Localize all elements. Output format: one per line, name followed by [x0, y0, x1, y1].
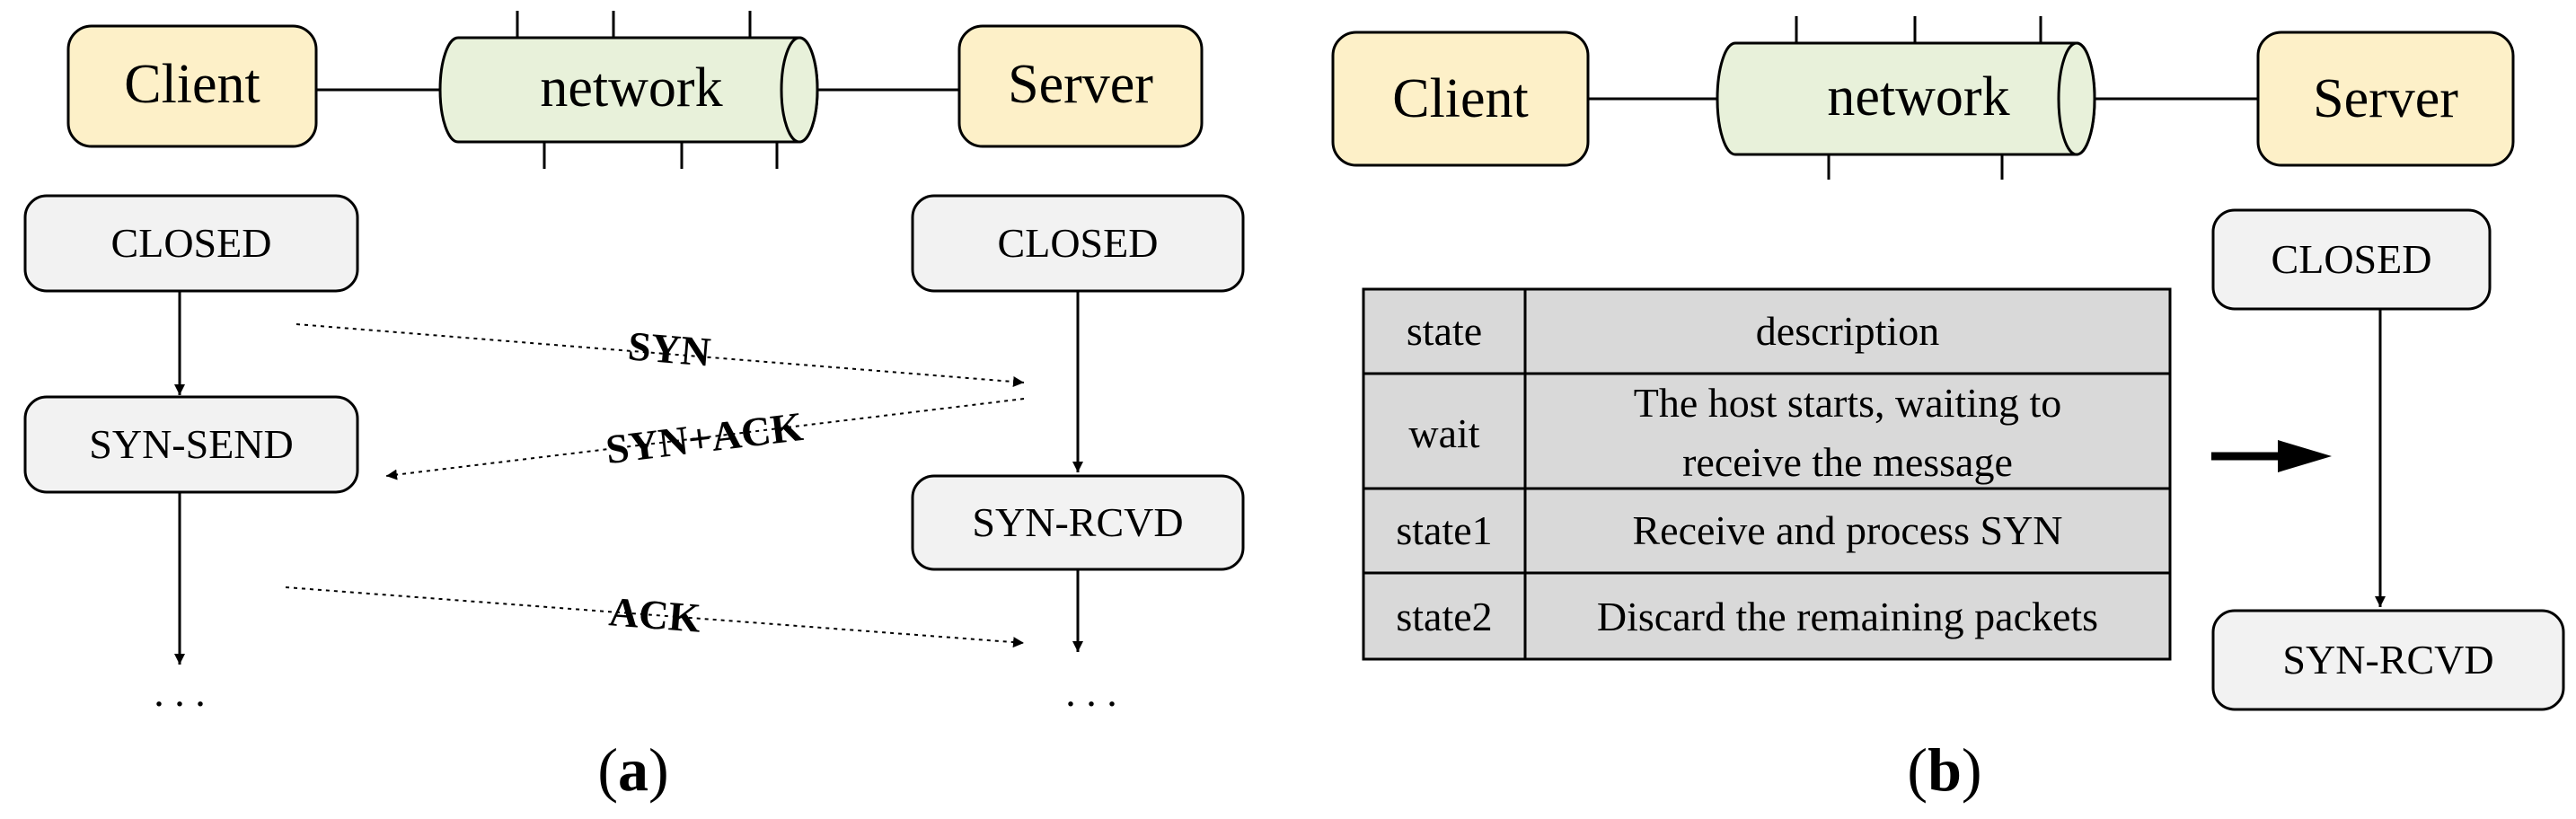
- messages: SYN SYN+ACK ACK: [285, 322, 1025, 648]
- panel-a: Client network Server CLOSED SYN-SE: [23, 11, 1245, 804]
- caption-a-letter: a: [618, 735, 648, 804]
- state-label: CLOSED: [998, 220, 1159, 266]
- caption-a: (a): [597, 735, 668, 804]
- table-cell-state: wait: [1408, 410, 1479, 456]
- network-label: network: [1827, 66, 2009, 128]
- syn-label: SYN: [626, 322, 712, 374]
- client-label: Client: [124, 54, 260, 115]
- client-timeline: CLOSED SYN-SEND . . .: [23, 194, 359, 715]
- server-box: [957, 24, 1204, 148]
- server-label: Server: [1008, 54, 1153, 115]
- server-timeline: CLOSED SYN-RCVD . . .: [911, 194, 1245, 715]
- table-cell-description: receive the message: [1682, 439, 2013, 485]
- caption-b: (b): [1907, 735, 1981, 804]
- topology-a: Client network Server: [66, 11, 1204, 169]
- table-cell-description: The host starts, waiting to: [1634, 380, 2062, 426]
- state-label: SYN-RCVD: [972, 499, 1183, 545]
- table-cell-description: Receive and process SYN: [1632, 507, 2062, 553]
- server-box: [2256, 31, 2515, 167]
- client-label: Client: [1392, 68, 1529, 129]
- state-box: [2211, 609, 2565, 711]
- state-label: SYN-RCVD: [2282, 637, 2493, 682]
- server-label: Server: [2313, 68, 2458, 129]
- syn-ack-label: SYN+ACK: [604, 403, 806, 472]
- topology-b: Client network Server: [1331, 16, 2515, 180]
- state-label: CLOSED: [111, 220, 272, 266]
- network-cap: [2057, 41, 2096, 156]
- panel-b: Client network Server state descript: [1331, 16, 2565, 804]
- state-box: [23, 395, 359, 494]
- table-background: [1362, 287, 2172, 661]
- table-cell-state: state1: [1396, 507, 1492, 553]
- network-cylinder: network: [438, 11, 819, 169]
- state-label: SYN-SEND: [89, 421, 293, 467]
- transition-arrow: [2211, 440, 2332, 472]
- table-cell-state: state2: [1396, 594, 1492, 639]
- table-header-state: state: [1407, 308, 1482, 354]
- ack-label: ACK: [607, 588, 702, 641]
- network-cap: [780, 36, 819, 144]
- server-timeline-b: CLOSED SYN-RCVD: [2211, 208, 2565, 711]
- client-box: [1331, 31, 1590, 167]
- ellipsis: . . .: [1065, 669, 1117, 715]
- ack-arrow: [285, 586, 1025, 648]
- network-label: network: [540, 57, 722, 119]
- state-label: CLOSED: [2272, 236, 2432, 282]
- state-box: [2211, 208, 2492, 311]
- state-box: [23, 194, 359, 293]
- table-header-description: description: [1756, 308, 1939, 354]
- syn-arrow: [296, 323, 1025, 388]
- state-table: state description wait The host starts, …: [1362, 287, 2172, 661]
- network-cylinder: network: [1716, 16, 2096, 180]
- syn-ack-arrow: [385, 398, 1025, 480]
- transition-arrow-head: [2278, 440, 2332, 472]
- caption-b-letter: b: [1928, 735, 1962, 804]
- table-cell-description: Discard the remaining packets: [1597, 594, 2098, 639]
- ellipsis: . . .: [154, 669, 206, 715]
- client-box: [66, 24, 318, 148]
